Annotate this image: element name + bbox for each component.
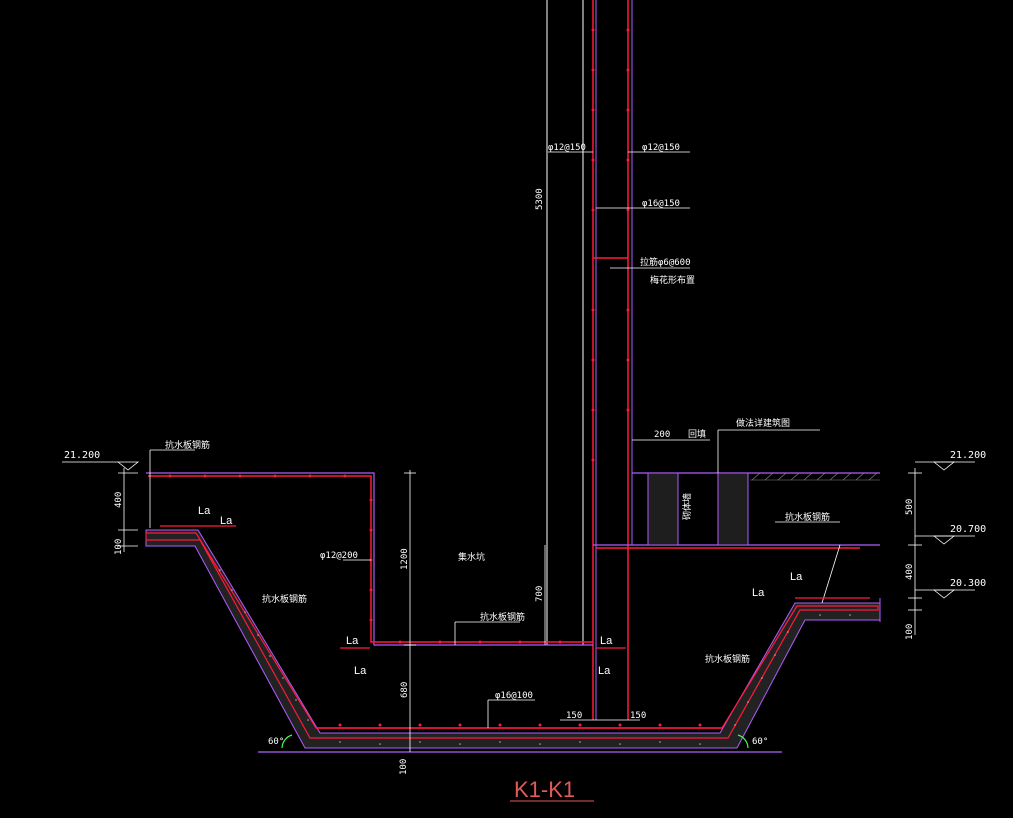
elevation-right-low: 20.300 xyxy=(950,578,986,589)
elevation-left-top: 21.200 xyxy=(64,450,100,461)
elevation-right-top: 21.200 xyxy=(950,450,986,461)
text-labels: 21.200 21.200 20.700 20.300 400 100 1200… xyxy=(64,143,986,802)
rebar-wall-tie-note: 梅花形布置 xyxy=(650,274,695,286)
anchor-la-7: La xyxy=(790,571,803,583)
dim-top-200: 200 xyxy=(654,430,670,440)
note-left-top: 抗水板钢筋 xyxy=(165,439,210,451)
dim-pit-depth: 1200 xyxy=(400,548,410,570)
angle-marks xyxy=(281,734,749,749)
note-pit-label: 集水坑 xyxy=(458,551,485,563)
rebar-wall-left: φ12@150 xyxy=(548,143,586,153)
rebar-wall-right-2: φ16@150 xyxy=(642,199,680,209)
anchor-la-3: La xyxy=(346,635,359,647)
dimension-lines xyxy=(62,0,975,752)
right-floor xyxy=(593,472,881,622)
section-title: K1-K1 xyxy=(514,777,575,802)
sump-pit xyxy=(146,472,593,646)
base-slab xyxy=(145,529,881,753)
angle-right: 60° xyxy=(752,737,768,747)
elevation-right-mid: 20.700 xyxy=(950,524,986,535)
dim-left-400: 400 xyxy=(114,492,124,508)
dim-right-500: 500 xyxy=(905,499,915,515)
note-left-slope: 抗水板钢筋 xyxy=(262,593,307,605)
dim-right-100: 100 xyxy=(905,624,915,640)
note-arch-detail: 做法详建筑图 xyxy=(736,417,790,429)
note-block-wall: 砌体墙 xyxy=(681,493,693,520)
note-backfill: 回填 xyxy=(688,428,706,440)
rebar-wall-right: φ12@150 xyxy=(642,143,680,153)
dim-slab-step: 680 xyxy=(400,682,410,698)
dim-wall-height: 5300 xyxy=(535,188,545,210)
anchor-la-8: La xyxy=(752,587,765,599)
anchor-la-1: La xyxy=(198,505,211,517)
dim-sump-depth: 700 xyxy=(535,586,545,602)
dim-left-100: 100 xyxy=(114,539,124,555)
rebar-wall-tie: 拉筋φ6@600 xyxy=(640,256,691,268)
rebar-pit-wall: φ12@200 xyxy=(320,551,358,561)
elevation-markers xyxy=(116,461,956,599)
angle-left: 60° xyxy=(268,737,284,747)
anchor-la-5: La xyxy=(600,635,613,647)
anchor-la-2: La xyxy=(220,515,233,527)
dim-150-a: 150 xyxy=(566,711,582,721)
note-right-slope: 抗水板钢筋 xyxy=(705,653,750,665)
anchor-la-4: La xyxy=(354,665,367,677)
dim-150-b: 150 xyxy=(630,711,646,721)
anchor-lines xyxy=(160,525,870,649)
note-right-slab: 抗水板钢筋 xyxy=(785,511,830,523)
anchor-la-6: La xyxy=(598,665,611,677)
dim-bottom-100: 100 xyxy=(399,759,409,775)
rebar-slab-bottom: φ16@100 xyxy=(495,691,533,701)
dim-right-400: 400 xyxy=(905,564,915,580)
wall-section xyxy=(546,0,633,720)
note-pit-bottom: 抗水板钢筋 xyxy=(480,611,525,623)
